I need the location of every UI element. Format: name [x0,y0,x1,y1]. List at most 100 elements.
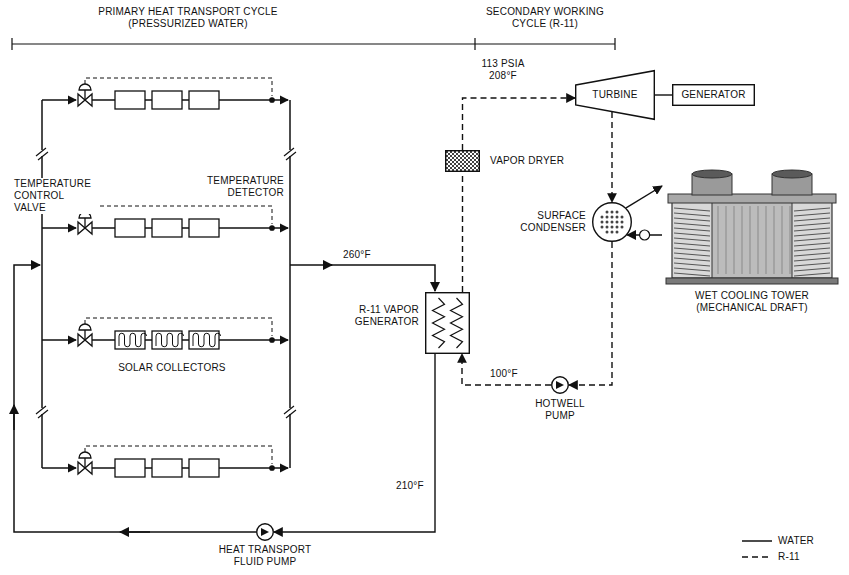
condenser-tube [611,216,614,219]
valve-stem [84,458,85,468]
condenser-outline [592,202,632,242]
temperature-value: 210°F [396,480,432,492]
solar-collector [189,219,219,237]
water-line [626,186,662,208]
heat-transport-pump-label: HEAT TRANSPORT FLUID PUMP [216,544,314,568]
cycle-heading: PRIMARY HEAT TRANSPORT CYCLE (PRESSURIZE… [88,6,288,30]
condenser-tube [621,221,624,224]
flow-line [219,467,288,468]
condenser-tube [611,231,614,234]
pump-outline [256,523,274,541]
collector-row [42,78,288,109]
condenser-tube [611,211,614,214]
hot-water-line [290,264,332,266]
r11-line [569,242,612,385]
condenser-tube [611,221,614,224]
surface-condenser: SURFACE CONDENSER [592,202,632,242]
flow-line [42,99,76,100]
flow-line [219,99,288,100]
hotwell-pump-label: HOTWELL PUMP [530,398,590,422]
solar-collector [152,91,182,109]
condenser-tube [621,216,624,219]
vapor-dryer: VAPOR DRYER [445,150,480,172]
solar-collector [189,91,219,109]
condenser-tube [621,226,624,229]
collector-row [42,446,288,477]
condenser-tube [606,211,609,214]
legend-sample-water [742,540,772,542]
legend-sample-r11 [742,556,772,558]
solar-collector [115,459,145,477]
node-text-holder: GENERATOR [672,84,755,106]
flow-line [42,227,76,228]
flow-line [42,467,76,468]
flow-arrow [120,531,150,533]
valve-stem [84,90,85,100]
generator-box-label: GENERATOR [681,89,745,101]
flow-arrow [13,405,15,430]
temperature-detector [270,226,274,230]
surface-condenser-label: SURFACE CONDENSER [512,210,586,234]
cycle-heading: SECONDARY WORKING CYCLE (R-11) [470,6,620,30]
valve-actuator [79,324,91,330]
condenser-tube [601,221,604,224]
r11-line [611,112,612,202]
collector-tube [156,333,184,347]
solar-collector [115,219,145,237]
solar-collector [189,459,219,477]
condenser-tube [616,226,619,229]
condenser-tube [606,231,609,234]
condenser-tube [611,226,614,229]
condenser-tube [616,211,619,214]
collector-tube [119,333,147,347]
vapor-dryer-label: VAPOR DRYER [490,155,572,167]
temperature-value: 100°F [490,368,540,380]
vapor-generator: R-11 VAPOR GENERATOR [425,292,470,354]
temperature-detector [270,338,274,342]
legend-text: WATER [778,535,814,547]
valve-stem [84,330,85,340]
condenser-tube [606,221,609,224]
heat-transport-pump: HEAT TRANSPORT FLUID PUMP [256,523,274,541]
node-text-holder: TURBINE [575,70,655,120]
hotwell-pump: HOTWELL PUMP [551,376,569,394]
valve-stem [84,218,85,228]
condenser-tube [616,231,619,234]
temperature-detector [270,98,274,102]
solar-collector [152,219,182,237]
flow-line [219,339,288,340]
valve-label: TEMPERATURE CONTROL VALVE [14,178,98,214]
condenser-tube [601,216,604,219]
collectors-label: SOLAR COLLECTORS [110,362,234,374]
condenser-tube [616,221,619,224]
r11-line [462,172,463,292]
water-line [274,354,435,532]
condenser-tube [601,226,604,229]
cooling-tower-label: WET COOLING TOWER (MECHANICAL DRAFT) [690,290,814,314]
solar-collector [152,459,182,477]
generator-box: GENERATOR [672,84,755,106]
detector-label: TEMPERATURE DETECTOR [200,175,284,199]
solar-collector [115,91,145,109]
cycle-bracket [12,38,615,50]
vapor-generator-label: R-11 VAPOR GENERATOR [335,304,419,328]
cooling-water-pump [640,230,650,240]
turbine: TURBINE [575,70,655,120]
cooling-tower-illustration [666,170,838,284]
return-water-line [14,265,256,532]
condenser-tube [616,216,619,219]
collector-row [42,318,288,349]
hot-water-line [330,265,435,291]
valve-actuator [79,452,91,458]
collector-tube [193,333,221,347]
water-line [655,94,672,95]
temperature-detector [270,466,274,470]
turbine-label: TURBINE [592,89,637,101]
condenser-tube [606,226,609,229]
exchanger-outline [425,292,470,354]
heat-exchanger-coil [433,298,445,348]
valve-actuator [79,84,91,90]
r11-line [463,98,576,150]
r11-line [462,354,551,385]
